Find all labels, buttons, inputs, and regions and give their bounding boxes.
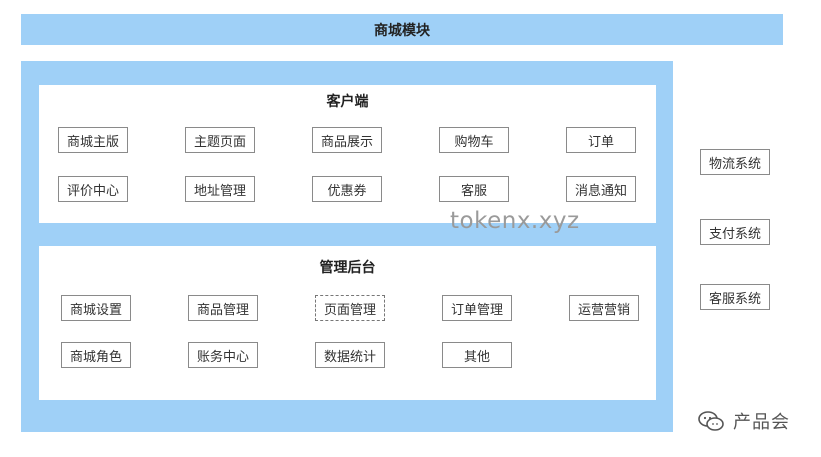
system-payment: 支付系统 (700, 219, 770, 245)
client-section-title: 客户端 (326, 94, 369, 110)
module-title: 商城模块 (374, 22, 430, 39)
admin-item-order-management: 订单管理 (442, 295, 512, 321)
client-item-mall-home: 商城主版 (58, 127, 128, 153)
client-item-customer-service: 客服 (439, 176, 509, 202)
admin-item-mall-settings: 商城设置 (61, 295, 131, 321)
client-section: 客户端 (39, 85, 656, 223)
client-item-coupon: 优惠券 (312, 176, 382, 202)
client-item-address-management: 地址管理 (185, 176, 255, 202)
admin-section: 管理后台 (39, 246, 656, 400)
admin-item-mall-roles: 商城角色 (61, 342, 131, 368)
client-item-message-notification: 消息通知 (566, 176, 636, 202)
admin-section-title: 管理后台 (319, 260, 376, 276)
system-customer-service: 客服系统 (700, 284, 770, 310)
watermark-text: tokenx.xyz (450, 208, 580, 234)
system-logistics: 物流系统 (700, 149, 770, 175)
client-item-product-display: 商品展示 (312, 127, 382, 153)
client-item-cart: 购物车 (439, 127, 509, 153)
client-item-theme-page: 主题页面 (185, 127, 255, 153)
admin-item-other: 其他 (442, 342, 512, 368)
wechat-icon (698, 411, 724, 431)
client-item-order: 订单 (566, 127, 636, 153)
admin-item-operations-marketing: 运营营销 (569, 295, 639, 321)
brand-mark: 产品会 (697, 408, 790, 434)
client-item-review-center: 评价中心 (58, 176, 128, 202)
module-title-bar: 商城模块 (21, 14, 783, 45)
brand-text: 产品会 (733, 412, 790, 433)
admin-item-product-management: 商品管理 (188, 295, 258, 321)
admin-item-finance-center: 账务中心 (188, 342, 258, 368)
admin-item-data-statistics: 数据统计 (315, 342, 385, 368)
admin-item-page-management: 页面管理 (315, 295, 385, 321)
